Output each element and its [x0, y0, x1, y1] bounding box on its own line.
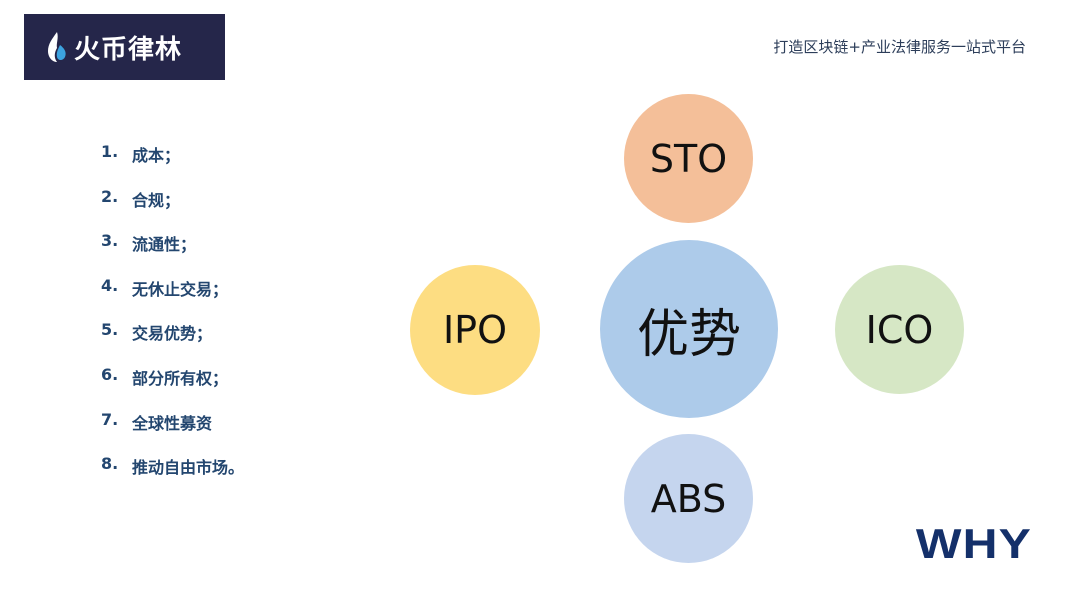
list-item: 2. 合规； [101, 187, 244, 232]
list-item-label: 成本； [132, 146, 181, 165]
tagline: 打造区块链+产业法律服务一站式平台 [773, 38, 1026, 56]
list-item-number: 5. [101, 320, 119, 340]
list-item-label: 部分所有权； [132, 368, 229, 388]
list-item: 7. 全球性募资 [101, 410, 244, 455]
circle-label: STO [649, 136, 728, 181]
why-heading: WHY [915, 520, 1032, 567]
list-item: 3. 流通性； [101, 231, 244, 276]
logo-text: 火币律林 [74, 34, 183, 65]
circle-abs: ABS [624, 434, 753, 563]
list-item-number: 2. [101, 186, 119, 206]
list-item-number: 4. [101, 275, 119, 295]
circle-label: ABS [650, 476, 727, 521]
list-item: 4. 无休止交易； [101, 276, 244, 321]
list-item: 6. 部分所有权； [101, 365, 244, 410]
list-item-label: 推动自由市场。 [132, 458, 245, 478]
list-item: 8. 推动自由市场。 [101, 454, 244, 499]
circle-label: IPO [442, 308, 508, 352]
list-item-number: 8. [101, 454, 119, 474]
circle-center-advantage: 优势 [600, 240, 778, 418]
advantages-list: 1. 成本； 2. 合规； 3. 流通性； 4. 无休止交易； 5. 交易优势；… [101, 142, 244, 499]
list-item-number: 7. [101, 409, 119, 429]
circle-sto: STO [624, 94, 753, 223]
list-item-label: 流通性； [132, 235, 197, 255]
list-item-number: 3. [101, 231, 119, 251]
circle-ipo: IPO [410, 265, 540, 395]
flame-icon [48, 32, 66, 62]
circle-label: ICO [865, 307, 934, 352]
list-item-label: 交易优势； [132, 324, 213, 344]
list-item-label: 全球性募资 [132, 413, 213, 433]
list-item-number: 1. [101, 142, 119, 161]
logo: 火币律林 [24, 14, 225, 80]
list-item: 5. 交易优势； [101, 320, 244, 365]
list-item-label: 无休止交易； [132, 279, 229, 299]
list-item-label: 合规； [132, 190, 181, 210]
list-item-number: 6. [101, 364, 119, 384]
circle-ico: ICO [835, 265, 964, 394]
list-item: 1. 成本； [101, 142, 244, 187]
circle-label: 优势 [636, 304, 741, 365]
